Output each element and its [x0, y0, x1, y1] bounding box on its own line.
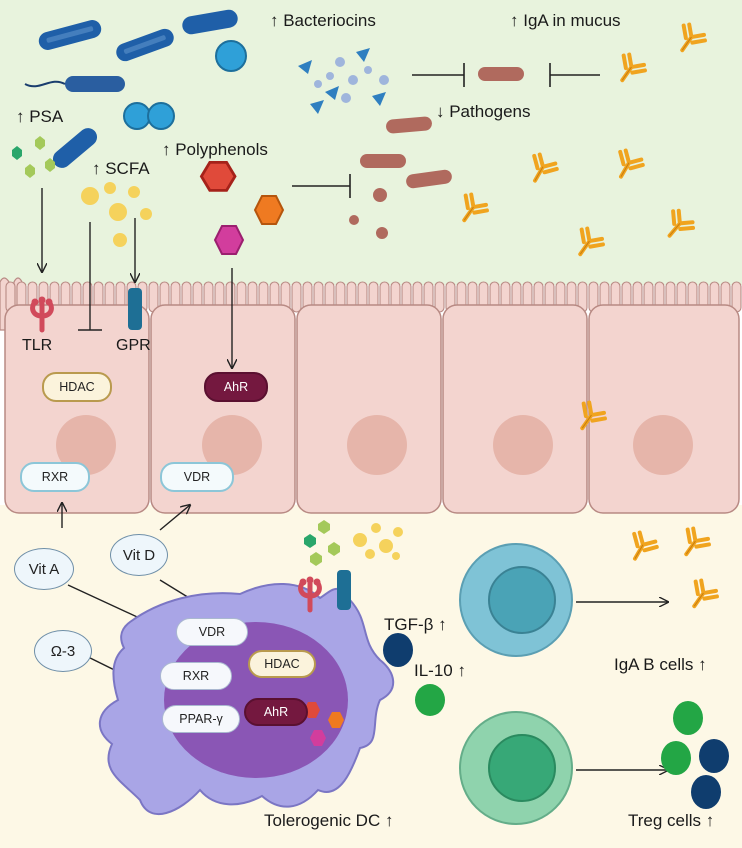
rxr-pill-epithelium: RXR: [20, 462, 90, 492]
label-tgf-beta: TGF-β ↑: [384, 615, 447, 634]
gpr-receptor: [128, 288, 142, 330]
hdac-pill-epithelium: HDAC: [42, 372, 112, 402]
hdac-pill-dc: HDAC: [248, 650, 316, 678]
cell-nucleus: [56, 415, 116, 475]
dc-gpr-receptor: [337, 570, 351, 610]
microvillus: [434, 281, 445, 313]
vit-d-node: Vit D: [110, 534, 168, 576]
label-polyphenols: ↑ Polyphenols: [162, 140, 268, 159]
label-tlr: TLR: [22, 337, 53, 354]
ppar-pill-dc: PPAR-γ: [162, 705, 240, 733]
epithelial-cell: [296, 304, 442, 514]
label-gpr: GPR: [116, 337, 151, 354]
label-treg-cells: Treg cells ↑: [628, 811, 715, 830]
epithelial-cell: [150, 304, 296, 514]
label-pathogens: ↓ Pathogens: [436, 102, 531, 121]
vdr-pill-dc: VDR: [176, 618, 248, 646]
pathogens: [349, 67, 524, 239]
ahr-pill-dc: AhR: [244, 698, 308, 726]
vdr-pill-epithelium: VDR: [160, 462, 234, 492]
epithelial-cell: [442, 304, 588, 514]
epithelial-cell: [588, 304, 740, 514]
polyphenol-molecules: [199, 161, 285, 255]
t-cell-nucleus: [488, 734, 556, 802]
rxr-pill-dc: RXR: [160, 662, 232, 690]
ahr-pill-epithelium: AhR: [204, 372, 268, 402]
dc-psa-molecules: [304, 520, 340, 566]
epithelial-cell: [4, 304, 150, 514]
label-iga-mucus: ↑ IgA in mucus: [510, 11, 621, 30]
cell-nucleus: [202, 415, 262, 475]
vit-a-node: Vit A: [14, 548, 74, 590]
label-psa: ↑ PSA: [16, 107, 64, 126]
lumen-region: [0, 0, 742, 285]
treg-cells: [661, 701, 729, 809]
cell-nucleus: [347, 415, 407, 475]
scfa-molecules: [81, 182, 152, 247]
tgf-beta-molecule: [383, 633, 413, 667]
commensal-bacteria: [24, 9, 247, 168]
dc-polyphenols: [304, 702, 344, 746]
dc-scfa-molecules: [353, 523, 403, 560]
label-bacteriocins: ↑ Bacteriocins: [270, 11, 376, 30]
label-il10: IL-10 ↑: [414, 661, 466, 680]
cell-nucleus: [493, 415, 553, 475]
cell-nucleus: [633, 415, 693, 475]
label-iga-b-cells: IgA B cells ↑: [614, 655, 707, 674]
label-scfa: ↑ SCFA: [92, 159, 150, 178]
b-cell-nucleus: [488, 566, 556, 634]
epithelium: [4, 304, 740, 514]
psa-molecules: [12, 136, 55, 178]
label-tolerogenic-dc: Tolerogenic DC ↑: [264, 811, 394, 830]
il10-molecule: [415, 684, 445, 716]
bacteriocins-particles: [298, 48, 389, 114]
omega3-node: Ω-3: [34, 630, 92, 672]
microvillus: [291, 281, 302, 313]
